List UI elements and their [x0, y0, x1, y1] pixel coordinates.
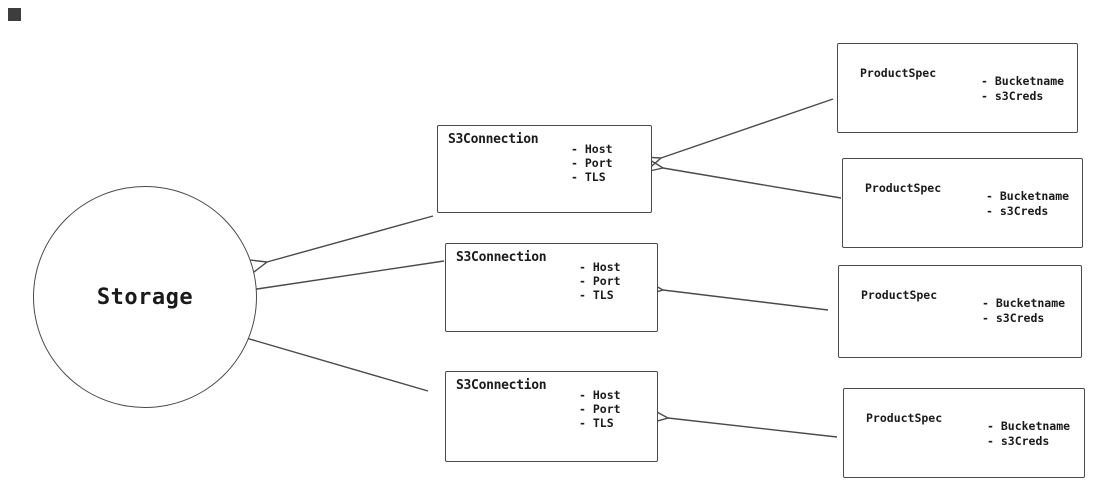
- attribute-line: - Host: [579, 388, 621, 402]
- attribute-line: - Bucketname: [981, 74, 1065, 88]
- arrow-s3connection3-to-storage: [228, 326, 429, 392]
- attribute-line: - Bucketname: [986, 189, 1070, 203]
- attribute-line: - s3Creds: [982, 311, 1045, 325]
- productspec-node-3: ProductSpec - Bucketname - s3Creds: [838, 265, 1082, 358]
- productspec-title: ProductSpec: [865, 181, 942, 195]
- productspec-attributes: - Bucketname - s3Creds: [982, 296, 1065, 326]
- productspec-title: ProductSpec: [861, 288, 938, 302]
- s3connection-title: S3Connection: [456, 378, 547, 393]
- productspec-attributes: - Bucketname - s3Creds: [987, 419, 1070, 449]
- attribute-line: - Port: [571, 156, 613, 170]
- productspec-title: ProductSpec: [866, 411, 943, 425]
- storage-node: Storage: [33, 186, 257, 408]
- s3connection-attributes: - Host - Port - TLS: [571, 142, 613, 184]
- attribute-line: - Port: [579, 402, 621, 416]
- arrow-productspec1-to-s3connection1: [643, 98, 834, 170]
- attribute-line: - s3Creds: [987, 434, 1050, 448]
- arrow-productspec3-to-s3connection2: [646, 281, 829, 311]
- productspec-node-2: ProductSpec - Bucketname - s3Creds: [842, 158, 1083, 248]
- attribute-line: - Host: [579, 260, 621, 274]
- arrow-productspec4-to-s3connection3: [651, 409, 838, 438]
- productspec-node-4: ProductSpec - Bucketname - s3Creds: [843, 388, 1085, 478]
- arrow-productspec2-to-s3connection1: [645, 158, 842, 199]
- productspec-node-1: ProductSpec - Bucketname - s3Creds: [837, 43, 1078, 133]
- attribute-line: - s3Creds: [981, 89, 1044, 103]
- s3connection-node-3: S3Connection - Host - Port - TLS: [445, 371, 658, 462]
- productspec-attributes: - Bucketname - s3Creds: [986, 189, 1069, 219]
- s3connection-node-1: S3Connection - Host - Port - TLS: [437, 125, 652, 213]
- s3connection-title: S3Connection: [448, 132, 539, 147]
- storage-label: Storage: [96, 284, 194, 310]
- attribute-line: - Port: [579, 274, 621, 288]
- corner-mark: [8, 8, 21, 21]
- attribute-line: - TLS: [571, 170, 606, 184]
- s3connection-attributes: - Host - Port - TLS: [579, 388, 621, 430]
- attribute-line: - TLS: [579, 416, 614, 430]
- s3connection-attributes: - Host - Port - TLS: [579, 260, 621, 302]
- attribute-line: - s3Creds: [986, 204, 1049, 218]
- productspec-title: ProductSpec: [860, 66, 937, 80]
- arrow-s3connection2-to-storage: [240, 260, 445, 299]
- attribute-line: - Bucketname: [987, 419, 1071, 433]
- s3connection-node-2: S3Connection - Host - Port - TLS: [445, 243, 658, 332]
- attribute-line: - TLS: [579, 288, 614, 302]
- s3connection-title: S3Connection: [456, 250, 547, 265]
- productspec-attributes: - Bucketname - s3Creds: [981, 74, 1064, 104]
- attribute-line: - Host: [571, 142, 613, 156]
- attribute-line: - Bucketname: [982, 296, 1066, 310]
- arrow-s3connection1-to-storage: [249, 215, 434, 274]
